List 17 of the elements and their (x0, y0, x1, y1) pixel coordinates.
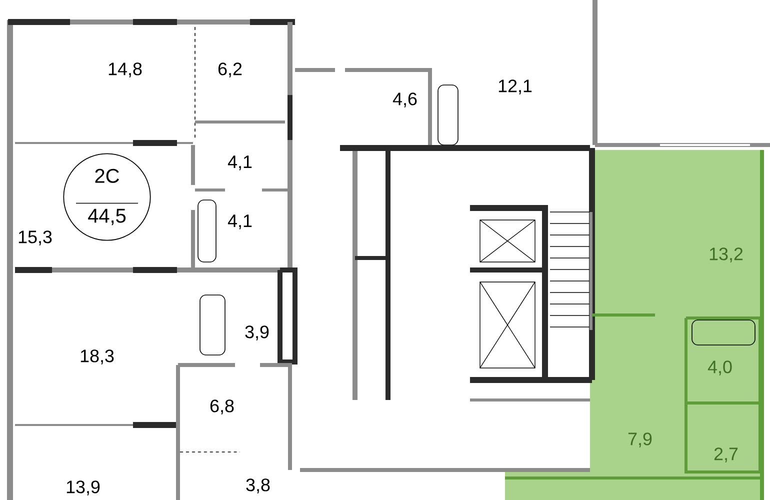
area-label: 13,9 (66, 480, 100, 496)
area-label: 15,3 (18, 230, 52, 246)
apartment-badge: 2C 44,5 (63, 153, 151, 241)
area-label: 3,9 (245, 326, 269, 340)
area-label: 18,3 (80, 350, 114, 364)
area-label: 3,8 (246, 478, 270, 494)
area-label: 14,8 (108, 62, 142, 78)
area-label: 7,9 (628, 432, 652, 448)
area-label: 4,6 (392, 92, 417, 108)
area-label: 2,7 (714, 448, 738, 462)
area-label: 6,8 (210, 400, 234, 414)
area-label: 12,1 (498, 80, 532, 94)
area-label: 6,2 (218, 62, 242, 78)
area-label: 13,2 (710, 248, 743, 262)
area-label: 4,1 (228, 156, 252, 170)
area-label: 4,1 (228, 214, 252, 230)
area-label: 4,0 (708, 360, 732, 376)
